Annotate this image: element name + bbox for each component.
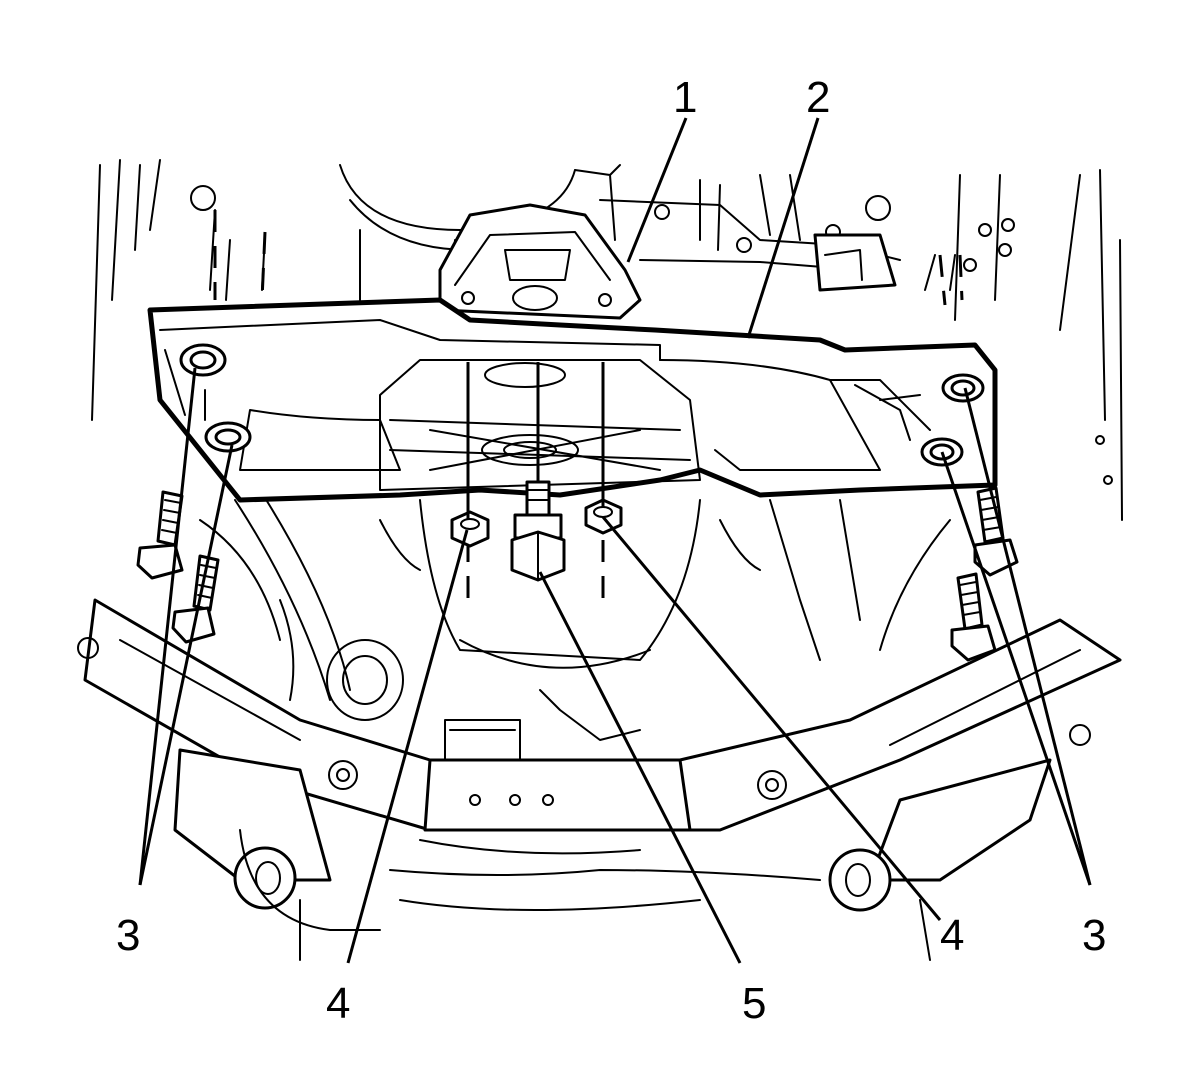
callout-4-left: 4 <box>326 979 350 1028</box>
vehicle-underbody-background <box>77 159 1123 961</box>
bolt-3-left-a <box>136 490 184 580</box>
callouts: 1 2 3 3 4 4 5 <box>116 73 1106 1028</box>
callout-3-left: 3 <box>116 911 140 960</box>
callout-2: 2 <box>806 73 830 122</box>
leader-lines <box>138 117 1092 964</box>
callout-5: 5 <box>742 979 766 1028</box>
fastener-centerlines <box>213 210 964 610</box>
callout-1: 1 <box>673 73 697 122</box>
bolt-3-right-b <box>950 572 997 662</box>
bolt-3-right-a <box>973 486 1019 577</box>
stud-bolt-5 <box>510 480 566 582</box>
transmission-support <box>147 297 998 503</box>
callout-3-right: 3 <box>1082 911 1106 960</box>
nut-4-left <box>450 510 490 548</box>
callout-4-right: 4 <box>940 911 964 960</box>
